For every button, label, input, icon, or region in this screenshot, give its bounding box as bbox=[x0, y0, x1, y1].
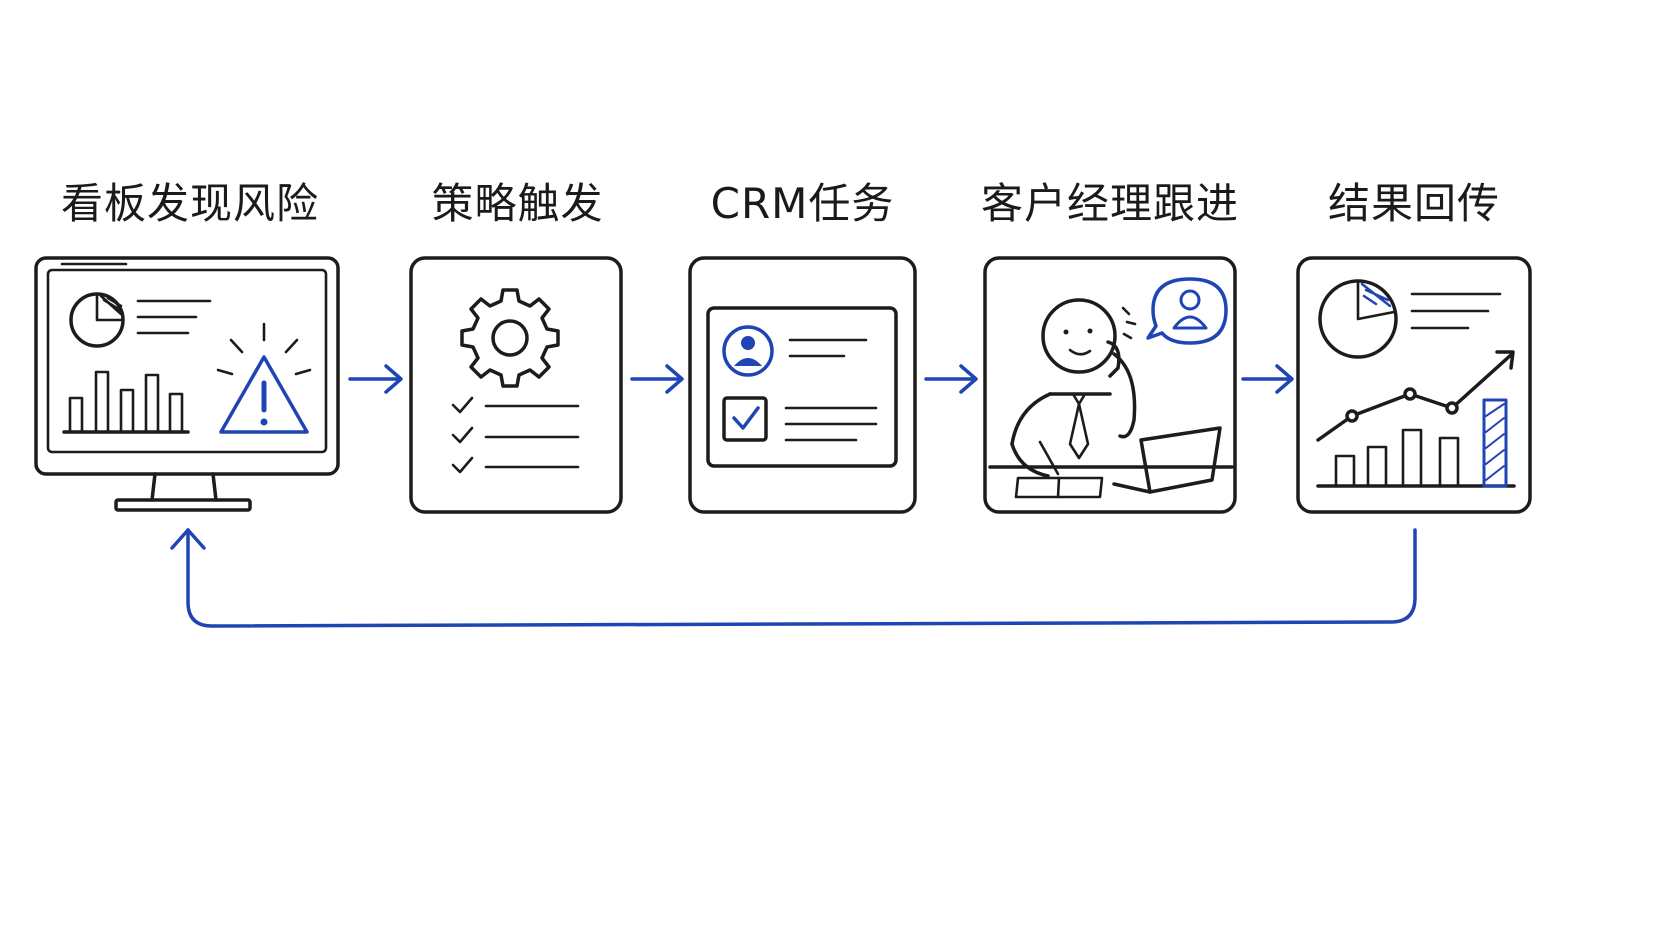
user-avatar-icon bbox=[722, 325, 774, 377]
crm-task-card-icon bbox=[688, 256, 917, 514]
flow-arrow-2 bbox=[630, 364, 684, 394]
step-label-followup: 客户经理跟进 bbox=[981, 178, 1240, 228]
flow-arrow-1 bbox=[348, 364, 403, 394]
pie-chart-icon bbox=[1318, 279, 1398, 359]
checkbox-checked-icon bbox=[722, 396, 768, 442]
pie-chart-icon bbox=[69, 292, 125, 348]
step-label-feedback: 结果回传 bbox=[1327, 178, 1500, 228]
loop-back-arrow bbox=[170, 528, 1417, 628]
trend-line-icon bbox=[1316, 350, 1515, 442]
bar-chart-icon bbox=[62, 370, 190, 434]
checklist-icon bbox=[451, 396, 580, 474]
flow-arrow-4 bbox=[1241, 364, 1294, 394]
step-label-strategy: 策略触发 bbox=[431, 178, 604, 228]
speech-bubble-user-icon bbox=[1146, 277, 1228, 345]
results-chart-icon bbox=[1296, 256, 1532, 514]
warning-icon bbox=[216, 322, 312, 434]
bar-chart-icon bbox=[1316, 398, 1516, 488]
flow-arrow-3 bbox=[924, 364, 978, 394]
gear-icon bbox=[460, 288, 560, 388]
monitor-warning-icon bbox=[34, 256, 340, 512]
step-label-crm: CRM任务 bbox=[710, 178, 895, 228]
account-manager-phone-icon bbox=[983, 256, 1237, 514]
step-label-dashboard: 看板发现风险 bbox=[60, 178, 319, 228]
gear-checklist-icon bbox=[409, 256, 623, 514]
